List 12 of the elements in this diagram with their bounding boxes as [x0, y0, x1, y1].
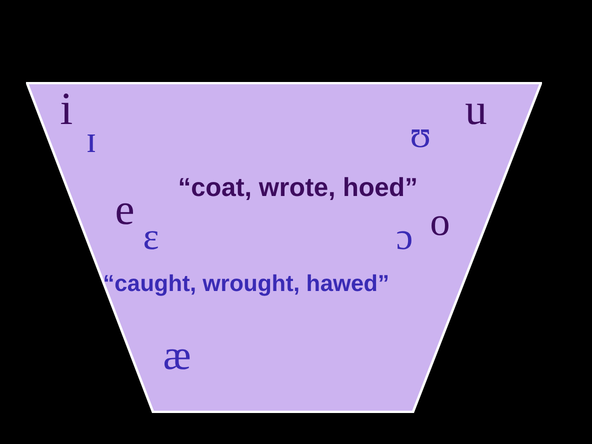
vowel-symbol: i: [60, 86, 73, 132]
vowel-symbol: o: [430, 202, 450, 242]
vowel-symbol: ɛ: [143, 218, 159, 256]
vowel-symbol: æ: [163, 335, 192, 377]
vowel-symbol: e: [115, 188, 135, 232]
vowel-symbol: ʊ: [410, 116, 431, 154]
vowel-symbol: ɔ: [396, 218, 413, 256]
vowel-symbol: ɪ: [86, 121, 97, 159]
example-words: “caught, wrought, hawed”: [103, 272, 390, 295]
vowel-trapezoid: [26, 82, 542, 413]
vowel-symbol: u: [465, 88, 487, 132]
example-words: “coat, wrote, hoed”: [178, 174, 418, 200]
